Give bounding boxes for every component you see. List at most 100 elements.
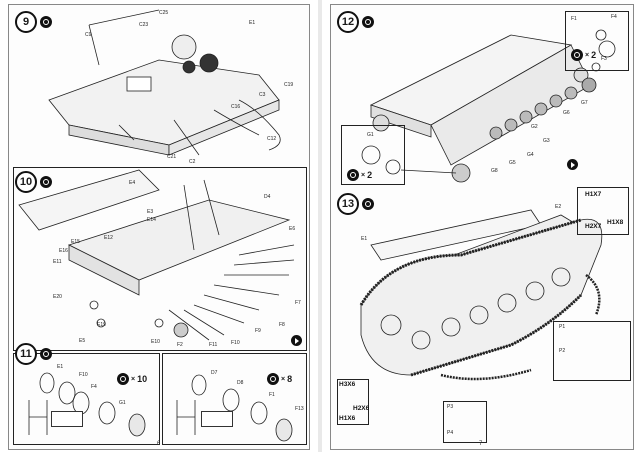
part-callout: E5 (79, 338, 86, 344)
part-callout: C21 (167, 154, 177, 160)
multiply-sign: × (281, 375, 286, 383)
part-callout: E1 (361, 236, 368, 242)
part-callout: E19 (97, 322, 106, 328)
step9-hull-drawing (48, 9, 281, 156)
part-callout: F3 (601, 56, 607, 62)
note-box (201, 411, 233, 427)
multiply-sign: × (585, 51, 590, 59)
track-inset-box (577, 187, 629, 235)
quantity-label: × 2 (347, 169, 372, 181)
step-number: 11 (15, 343, 37, 365)
track-link-label: H3X6 (339, 381, 356, 388)
glue-icon (347, 169, 359, 181)
part-callout: E6 (289, 226, 296, 232)
part-callout: E3 (147, 209, 154, 215)
part-callout: F13 (295, 406, 304, 412)
part-callout: E20 (53, 294, 62, 300)
instruction-page-left: 9 C25 C23 E1 C9 C19 C16 C12 C3 C21 C2 10… (8, 4, 310, 450)
part-callout: G7 (581, 100, 588, 106)
step10-frame-drawing (18, 169, 295, 341)
track-link-label: H1X8 (607, 219, 624, 226)
part-callout: G1 (367, 132, 374, 138)
track-assembly-inset-b (443, 401, 487, 443)
step12-chassis-drawing (361, 29, 616, 183)
part-callout: F11 (209, 342, 218, 348)
quantity-label: × 10 (117, 373, 147, 385)
next-step-arrow-icon (567, 159, 578, 170)
part-callout: E16 (59, 248, 68, 254)
part-callout: E15 (71, 239, 80, 245)
part-callout: D4 (264, 194, 271, 200)
part-callout: F1 (269, 392, 275, 398)
part-callout: C12 (267, 136, 277, 142)
part-callout: P1 (559, 324, 566, 330)
glue-icon (117, 373, 129, 385)
quantity-value: 10 (137, 374, 148, 384)
part-callout: F10 (231, 340, 240, 346)
part-callout: E1 (249, 20, 256, 26)
part-callout: F8 (279, 322, 285, 328)
glue-icon (362, 16, 374, 28)
glue-icon (40, 348, 52, 360)
glue-icon (40, 16, 52, 28)
quantity-label: × 2 (571, 49, 596, 61)
glue-icon (267, 373, 279, 385)
step-12-inset-box (565, 11, 629, 71)
part-callout: E11 (53, 259, 62, 265)
step-10-header: 10 (15, 171, 52, 193)
glue-icon (362, 198, 374, 210)
part-callout: G2 (531, 124, 538, 130)
multiply-sign: × (361, 171, 366, 179)
part-callout: E2 (555, 204, 562, 210)
step-number: 10 (15, 171, 37, 193)
page-gutter (318, 0, 322, 452)
part-callout: F2 (177, 342, 183, 348)
page-number: 7 (479, 441, 483, 447)
part-callout: G1 (119, 400, 126, 406)
step-10-box (13, 167, 307, 351)
part-callout: E14 (147, 217, 156, 223)
step-number: 9 (15, 11, 37, 33)
part-callout: G5 (509, 160, 516, 166)
step-11-box-a (13, 353, 160, 445)
part-callout: C2 (189, 159, 196, 165)
track-link-label: H1X6 (339, 415, 356, 422)
quantity-value: 2 (367, 170, 373, 180)
part-callout: C16 (231, 104, 241, 110)
step-11-box-b (162, 353, 307, 445)
part-callout: F7 (295, 300, 301, 306)
part-callout: C19 (284, 82, 294, 88)
quantity-value: 2 (591, 50, 597, 60)
part-callout: P3 (447, 404, 454, 410)
track-link-label: H2X6 (353, 405, 370, 412)
glue-icon (40, 176, 52, 188)
part-callout: C23 (139, 22, 149, 28)
step13-tracks-drawing (359, 209, 603, 381)
part-callout: G8 (491, 168, 498, 174)
part-callout: F9 (255, 328, 261, 334)
glue-icon (571, 49, 583, 61)
part-callout: C9 (85, 32, 92, 38)
quantity-value: 8 (287, 374, 293, 384)
note-box (51, 411, 83, 427)
step-11-header: 11 (15, 343, 52, 365)
track-link-label: H2X7 (585, 223, 602, 230)
part-callout: F4 (91, 384, 97, 390)
track-assembly-inset (553, 321, 631, 381)
step-9-header: 9 (15, 11, 52, 33)
step11-wheels-drawing (28, 372, 293, 442)
multiply-sign: × (131, 375, 136, 383)
part-callout: D7 (211, 370, 218, 376)
right-page-drawings (359, 29, 616, 381)
instruction-page-right: 12 F1 F4 F3 × 2 G1 × 2 G2 G3 G4 G5 G6 G7… (330, 4, 634, 450)
track-link-label: H1X7 (585, 191, 602, 198)
track-inset-box-b (337, 379, 369, 425)
part-callout: F10 (79, 372, 88, 378)
step-number: 12 (337, 11, 359, 33)
part-callout: G6 (563, 110, 570, 116)
part-callout: G4 (527, 152, 534, 158)
part-callout: E12 (104, 235, 113, 241)
page-number: 6 (157, 441, 161, 447)
step-number: 13 (337, 193, 359, 215)
part-callout: G3 (543, 138, 550, 144)
